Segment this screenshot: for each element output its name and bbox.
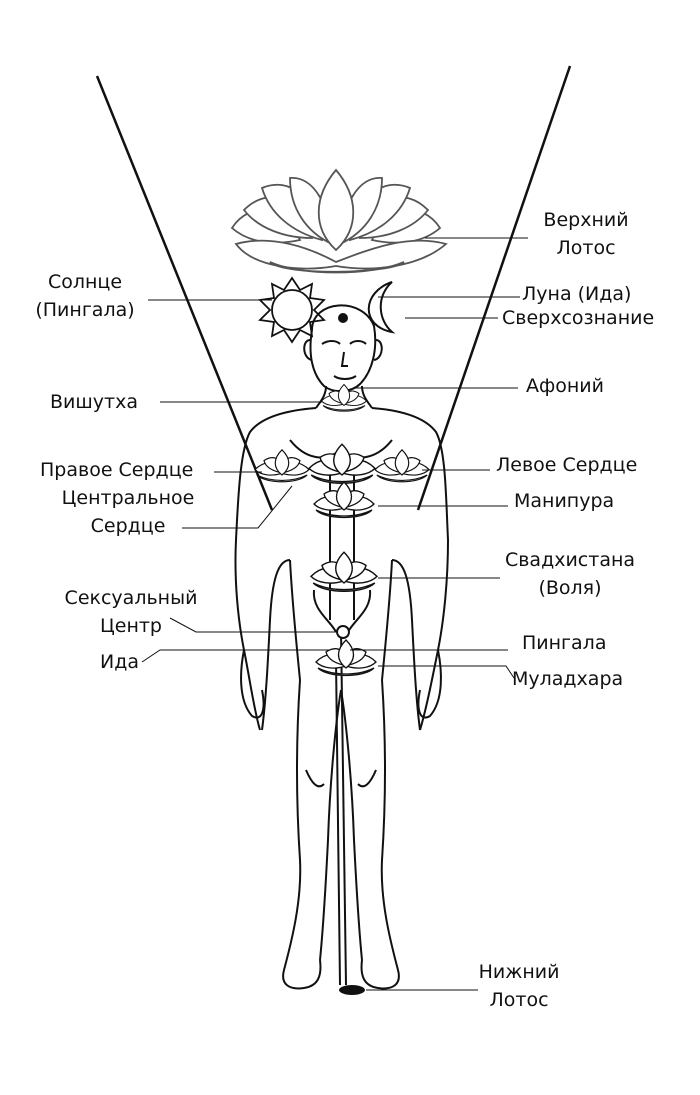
sun-icon [258,276,326,344]
label-right-heart: Правое Сердце [40,459,194,481]
label-superconsciousness: Сверхсознание [502,307,655,329]
label-pingala: Пингала [522,632,607,654]
body-outline [234,304,450,990]
label-ida: Ида [100,651,139,673]
sexual-center-dot [336,625,350,639]
lotus-icon [230,168,448,274]
label-vishuddha: Вишутха [50,391,138,413]
leader-lines [141,237,528,991]
small-lotus-icon-central-heart [308,443,376,484]
small-lotus-icon-right-heart [254,449,310,483]
small-lotus-icon-svadhisthana [310,551,378,592]
label-muladhara: Муладхара [512,668,624,690]
central-channel [312,470,372,986]
small-lotus-icon-muladhara [315,639,377,677]
lower-lotus-dot [339,985,365,995]
left-cone-line [95,75,274,511]
label-manipura: Манипура [514,490,615,512]
label-moon: Луна (Ида) [522,283,632,305]
small-lotus-icon-left-heart [374,449,430,483]
crescent-moon-icon [367,281,396,334]
label-sun: Солнце(Пингала) [35,271,135,321]
right-cone-line [416,65,572,511]
label-svadhisthana: Свадхистана(Воля) [504,549,636,599]
small-lotus-icon-manipura [313,481,375,519]
label-left-heart: Левое Сердце [496,454,638,476]
label-afoniy: Афоний [526,375,604,397]
